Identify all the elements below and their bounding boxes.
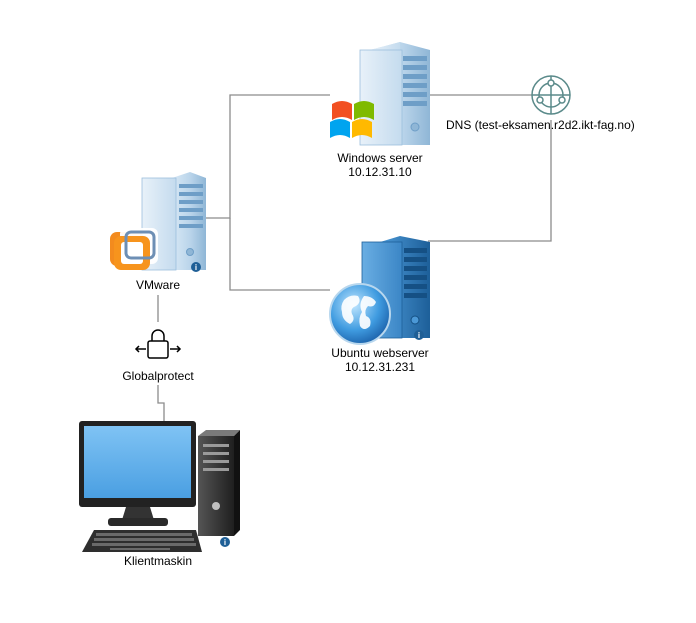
windows-server-icon[interactable] — [330, 42, 430, 146]
info-icon[interactable]: i — [191, 262, 201, 272]
globe-server-icon[interactable] — [329, 236, 430, 345]
connector-lines — [157, 94, 552, 425]
svg-text:i: i — [418, 331, 420, 340]
info-icon[interactable]: i — [220, 537, 230, 547]
earth-globe-icon — [329, 283, 391, 345]
info-icon[interactable]: i — [414, 330, 424, 340]
ubuntu-webserver-ip: 10.12.31.231 — [344, 360, 416, 374]
vmware-label: VMware — [135, 278, 180, 292]
windows-logo-icon — [330, 101, 374, 138]
ubuntu-webserver-name: Ubuntu webserver — [331, 346, 429, 360]
globalprotect-label: Globalprotect — [122, 369, 194, 383]
padlock-icon[interactable] — [134, 329, 182, 359]
vmware-server-icon[interactable] — [110, 172, 206, 271]
svg-text:i: i — [224, 538, 226, 547]
vmware-logo-icon — [110, 228, 158, 270]
windows-server-ip: 10.12.31.10 — [348, 165, 412, 179]
dns-globe-icon[interactable] — [531, 75, 571, 115]
windows-server-name: Windows server — [337, 151, 423, 165]
edge-vmware-ubuntu — [229, 218, 330, 291]
dns-label: DNS (test-eksamen.r2d2.ikt-fag.no) — [446, 118, 635, 132]
edge-globalprotect-client — [157, 385, 165, 425]
desktop-computer-icon[interactable] — [79, 421, 240, 552]
edge-vmware-windows — [206, 94, 330, 219]
edge-dns-ubuntu — [428, 120, 552, 242]
svg-text:i: i — [195, 263, 197, 272]
client-label: Klientmaskin — [123, 554, 193, 568]
